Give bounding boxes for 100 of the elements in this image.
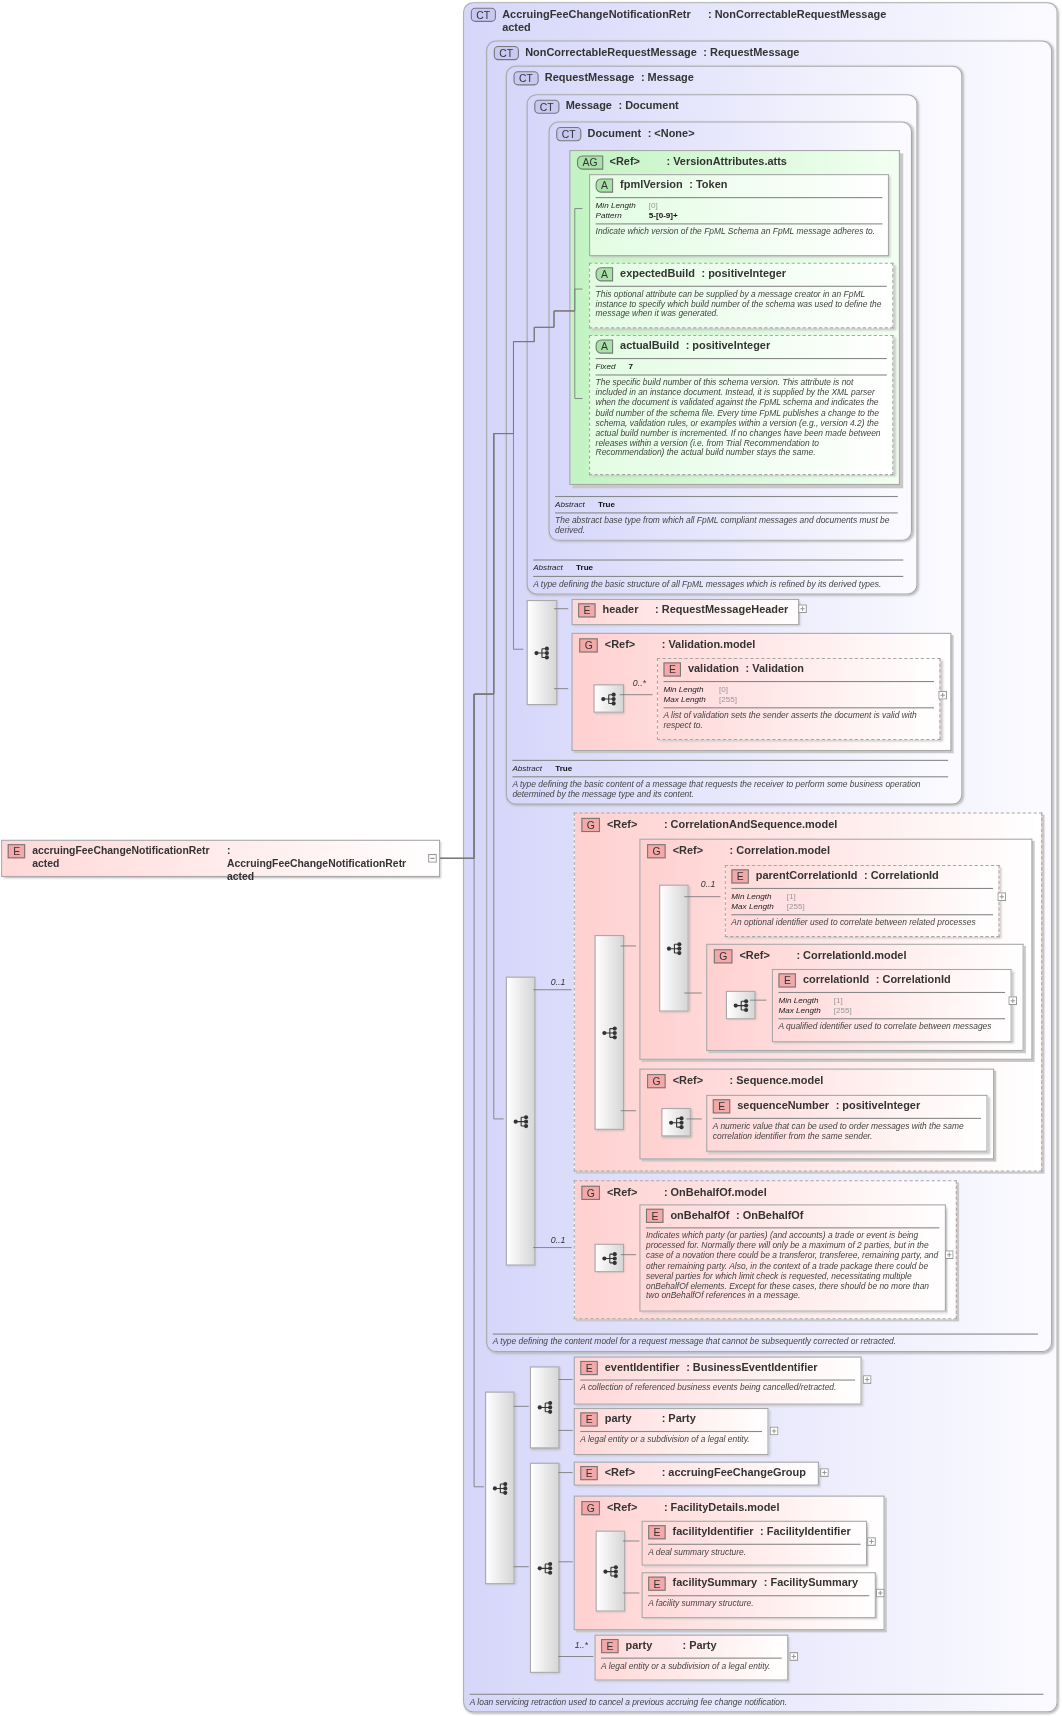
- type-name: : Correlation.model: [729, 844, 830, 858]
- component-name: <Ref>: [739, 949, 771, 963]
- sequence-compositor: [661, 1108, 691, 1137]
- connector-line: [439, 857, 485, 1488]
- component-tag: E: [580, 1360, 599, 1376]
- cardinality-label: 0..1: [550, 977, 566, 988]
- cardinality-label: 0..*: [632, 678, 646, 689]
- component-tag: E: [778, 973, 797, 988]
- component-name: Document: [587, 127, 642, 141]
- description-text: A qualified identifier used to correlate between messages: [778, 1018, 1006, 1032]
- type-name: : Party: [682, 1639, 717, 1653]
- component-name: <Ref>: [604, 638, 637, 652]
- element-box: [706, 1094, 988, 1152]
- component-name: RequestMessage: [544, 71, 635, 85]
- type-name: : Validation.model: [661, 638, 756, 652]
- component-tag: CT: [493, 46, 519, 61]
- component-name: <Ref>: [672, 1074, 705, 1088]
- facet-name: Abstract: [533, 562, 563, 573]
- complex-type-box: [548, 121, 912, 541]
- component-name: <Ref>: [604, 1466, 637, 1480]
- component-name: <Ref>: [606, 1185, 639, 1199]
- component-tag: G: [713, 949, 733, 964]
- connector-line: [683, 896, 721, 898]
- component-name: actualBuild: [620, 339, 680, 353]
- connector-line: [553, 688, 569, 690]
- connector-line: [620, 1254, 637, 1256]
- description-text: The abstract base type from which all FpML compliant messages and documents must be derived.: [555, 511, 898, 536]
- facet-name: Max Length: [778, 1005, 821, 1015]
- type-name: : <None>: [647, 127, 695, 141]
- element-box: [724, 864, 1000, 938]
- connector-line: [620, 945, 637, 947]
- type-name: : Sequence.model: [729, 1074, 824, 1088]
- component-name: <Ref>: [609, 155, 641, 169]
- description-text: Indicates which party (or parties) (and accounts) a trade or event is being processed for. Normally there will only be a maximum of 2 parties, but in the case of a novation there could be a transferor, transferee, remaining party, and other remaining party. Also, in the context of a trade package there could be several parties for which limit check is requested, necessitating multiple onBehalfOf elements. Except for these cases, there should be no more than two onBehalfOf references in a message.: [645, 1229, 940, 1302]
- component-tag: E: [648, 1525, 667, 1540]
- complex-type-box: [463, 2, 1058, 1713]
- type-name: : Token: [689, 178, 728, 192]
- component-tag: A: [595, 267, 614, 282]
- component-name: AccruingFeeChangeNotificationRetr acted: [502, 7, 692, 34]
- component-tag: G: [581, 1185, 601, 1200]
- element-box: [594, 1634, 789, 1681]
- group-box: [571, 632, 952, 752]
- type-name: : OnBehalfOf: [736, 1208, 804, 1222]
- description-text: A list of validation sets the sender asserts the document is valid with respect to.: [663, 707, 934, 731]
- facet-value: 5-[0-9]+: [648, 210, 679, 221]
- component-tag: CT: [534, 99, 560, 114]
- type-name: : Document: [618, 99, 679, 113]
- facet-name: Abstract: [555, 498, 585, 509]
- description-text: A type defining the basic structure of all FpML messages which is refined by its derived types.: [533, 575, 904, 590]
- facet-name: Abstract: [512, 762, 543, 773]
- attribute-group-box: [569, 150, 900, 485]
- component-tag: E: [580, 1412, 599, 1427]
- connector-line: [683, 992, 703, 994]
- component-tag: CT: [513, 71, 539, 86]
- connector-line: [513, 1405, 530, 1407]
- component-name: facilityIdentifier: [672, 1525, 754, 1539]
- component-name: eventIdentifier: [604, 1360, 680, 1375]
- type-name: : positiveInteger: [835, 1099, 921, 1113]
- element-box: [573, 1461, 819, 1486]
- facet-value: True: [555, 762, 574, 773]
- component-name: <Ref>: [606, 1501, 639, 1515]
- sequence-compositor: [526, 600, 558, 706]
- connector-line: [622, 1592, 640, 1594]
- cardinality-label: 0..1: [700, 879, 716, 889]
- sequence-compositor: [529, 1462, 560, 1673]
- facet-name: Min Length: [595, 200, 636, 211]
- connector-line: [622, 1540, 640, 1542]
- type-name: : Party: [661, 1412, 696, 1426]
- component-tag: E: [731, 869, 750, 884]
- facet-value: True: [576, 562, 595, 573]
- component-tag: E: [712, 1099, 731, 1114]
- group-box: [639, 1068, 995, 1160]
- component-name: header: [602, 603, 640, 617]
- component-name: <Ref>: [672, 844, 705, 858]
- element-box: [641, 1572, 876, 1619]
- facet-value: [0]: [718, 684, 729, 695]
- type-name: : OnBehalfOf.model: [663, 1185, 767, 1199]
- connector-line: [619, 694, 653, 696]
- description-text: A loan servicing retraction used to cancel a previous accruing fee change notification.: [469, 1693, 1044, 1707]
- complex-type-box: [505, 65, 963, 805]
- facet-name: Max Length: [731, 901, 774, 911]
- element-box: [641, 1520, 868, 1566]
- connector-line: [553, 608, 569, 610]
- component-tag: AG: [577, 155, 603, 170]
- component-tag: A: [595, 339, 614, 354]
- component-name: sequenceNumber: [737, 1099, 830, 1113]
- type-name: : CorrelationAndSequence.model: [663, 817, 838, 831]
- component-tag: A: [595, 178, 614, 193]
- component-name: correlationId: [802, 973, 870, 987]
- description-text: A legal entity or a subdivision of a legal entity.: [601, 1659, 772, 1671]
- type-name: : FacilityIdentifier: [760, 1525, 851, 1539]
- facet-value: [0]: [648, 200, 659, 211]
- type-name: : VersionAttributes.atts: [666, 155, 787, 169]
- facet-name: Fixed: [595, 361, 616, 372]
- description-text: A deal summary structure.: [648, 1546, 748, 1558]
- connector-line: [532, 989, 572, 991]
- connector-line: [557, 1561, 574, 1563]
- component-tag: E: [580, 1466, 599, 1481]
- sequence-compositor: [594, 935, 625, 1130]
- component-name: validation: [687, 662, 740, 676]
